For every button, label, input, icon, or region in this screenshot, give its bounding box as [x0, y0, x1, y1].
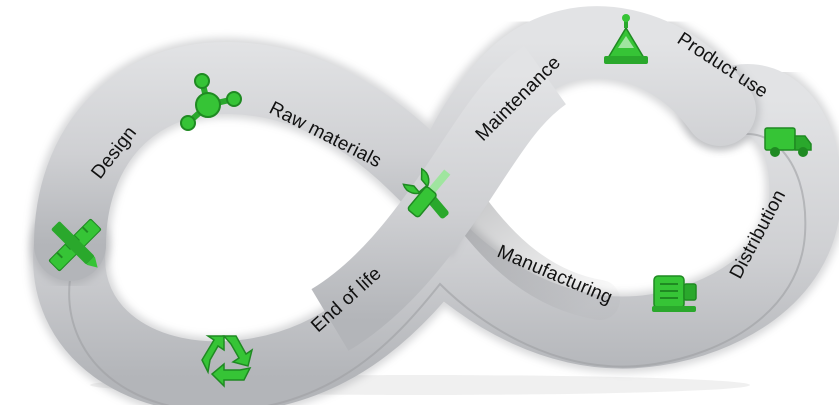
delivery-truck-icon [764, 127, 812, 157]
machine-motor-icon [652, 275, 697, 312]
crossing-overlay [310, 45, 567, 351]
ruler-pencil-icon [48, 218, 102, 272]
crane-hook-icon [604, 14, 648, 64]
lower-band [29, 60, 839, 405]
molecule-icon [180, 73, 242, 131]
recycle-icon [201, 335, 254, 388]
wrench-screwdriver-icon [402, 167, 451, 219]
